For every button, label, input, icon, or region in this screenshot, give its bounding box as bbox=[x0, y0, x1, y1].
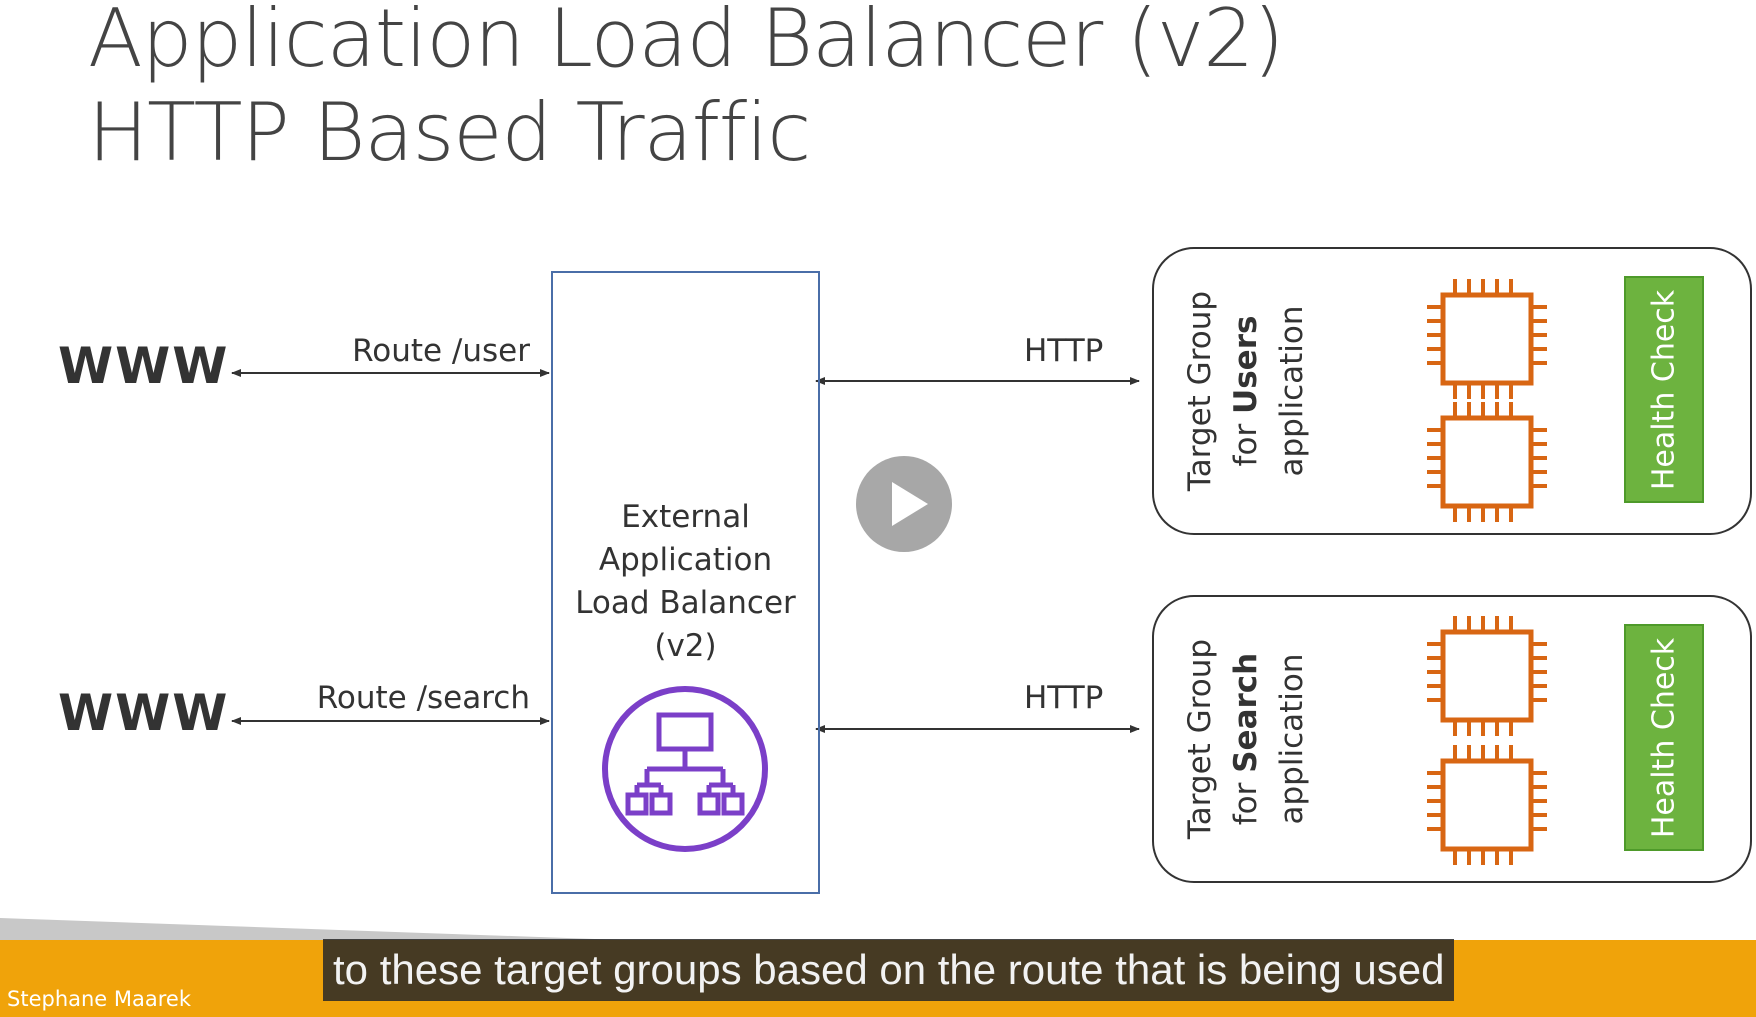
target-group-search-label: Target Group for Search application bbox=[1177, 589, 1327, 889]
health-check-search-label: Health Check bbox=[1646, 637, 1682, 838]
load-balancer-box bbox=[551, 271, 820, 894]
tg-search-line3: application bbox=[1274, 653, 1310, 825]
route-label-user: Route /user bbox=[352, 333, 530, 369]
ec2-instance-icon bbox=[1427, 745, 1547, 865]
video-caption: to these target groups based on the rout… bbox=[323, 939, 1455, 1001]
ec2-instance-icon bbox=[1427, 616, 1547, 736]
route-label-search: Route /search bbox=[316, 680, 530, 716]
health-check-users: Health Check bbox=[1624, 276, 1704, 503]
play-button[interactable] bbox=[856, 456, 952, 552]
target-group-users-label: Target Group for Users application bbox=[1177, 241, 1327, 541]
client-www-users: WWW bbox=[58, 337, 230, 395]
tg-users-line2: for Users bbox=[1228, 315, 1264, 467]
slide-title-line2: HTTP Based Traffic bbox=[88, 86, 811, 179]
ec2-instance-icon bbox=[1427, 402, 1547, 522]
tg-users-line3: application bbox=[1274, 305, 1310, 477]
presenter-name: Stephane Maarek bbox=[7, 987, 192, 1011]
tg-users-line1: Target Group bbox=[1182, 290, 1218, 492]
alb-label-line4: (v2) bbox=[654, 628, 717, 664]
alb-label-line1: External bbox=[621, 499, 750, 535]
tg-search-line1: Target Group bbox=[1182, 638, 1218, 840]
http-label-users: HTTP bbox=[1024, 333, 1104, 369]
alb-label-line3: Load Balancer bbox=[575, 585, 796, 621]
http-label-search: HTTP bbox=[1024, 680, 1104, 716]
play-icon bbox=[892, 482, 928, 526]
health-check-search: Health Check bbox=[1624, 624, 1704, 851]
alb-icon bbox=[602, 686, 768, 852]
health-check-users-label: Health Check bbox=[1646, 289, 1682, 490]
alb-label-line2: Application bbox=[598, 542, 773, 578]
slide-title-line1: Application Load Balancer (v2) bbox=[88, 0, 1284, 85]
ec2-instance-icon bbox=[1427, 279, 1547, 399]
tg-search-line2: for Search bbox=[1228, 652, 1264, 826]
load-balancer-label: External Application Load Balancer (v2) bbox=[551, 496, 820, 668]
client-www-search: WWW bbox=[58, 684, 230, 742]
